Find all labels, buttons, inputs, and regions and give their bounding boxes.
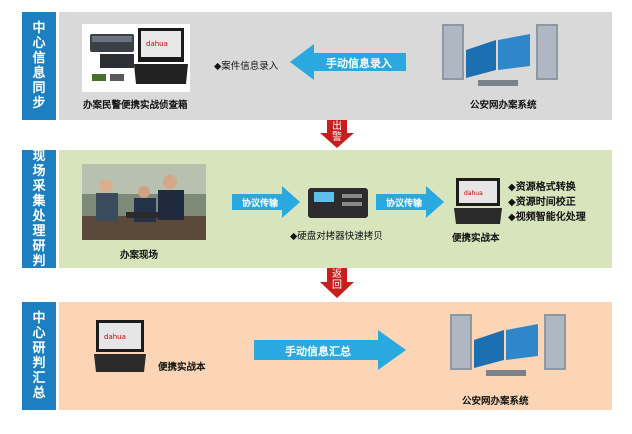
rugged-laptop-image-bottom: dahua (94, 320, 146, 372)
manual-entry-arrow (290, 44, 406, 80)
bullet-video-process: ◆视频智能化处理 (508, 212, 586, 223)
svg-text:dahua: dahua (104, 333, 126, 341)
return-label: 返回 (332, 269, 342, 291)
return-arrow (320, 268, 354, 298)
system-caption-top: 公安网办案系统 (470, 100, 537, 111)
transfer-arrow-2 (376, 186, 444, 218)
scene-photo (82, 164, 206, 240)
manual-summary-arrow (254, 330, 406, 370)
transfer-arrow-2-label: 协议传输 (385, 199, 422, 209)
rugged-laptop-image: dahua (454, 178, 502, 224)
laptop-caption-bottom: 便携实战本 (158, 362, 206, 373)
dispatch-label: 出警 (332, 121, 342, 143)
case-entry-note: ◆案件信息录入 (214, 61, 279, 72)
stage-label-sync: 中心信息同步 (22, 12, 56, 120)
kit-caption: 办案民警便携实战侦查箱 (83, 100, 188, 111)
stage-label-center: 中心研判汇总 (22, 302, 56, 410)
bullet-format-convert: ◆资源格式转换 (508, 182, 576, 193)
copier-caption: ◆硬盘对拷器快速拷贝 (290, 231, 383, 242)
hdd-copier-image (308, 188, 368, 218)
bullet-time-correct: ◆资源时间校正 (508, 197, 576, 208)
manual-entry-label: 手动信息录入 (326, 57, 392, 70)
laptop-caption-middle: 便携实战本 (452, 233, 500, 244)
dispatch-arrow (320, 120, 354, 148)
scene-caption: 办案现场 (120, 250, 159, 261)
police-system-image-bottom (450, 314, 566, 376)
stage-label-field: 现场采集处理研判 (22, 149, 56, 269)
svg-text:dahua: dahua (146, 40, 168, 48)
transfer-arrow-1 (232, 186, 300, 218)
manual-summary-label: 手动信息汇总 (285, 345, 351, 358)
investigation-kit-image: dahua (82, 24, 190, 92)
svg-text:dahua: dahua (464, 190, 483, 197)
transfer-arrow-1-label: 协议传输 (241, 199, 278, 209)
system-caption-bottom: 公安网办案系统 (462, 396, 529, 407)
police-system-image (442, 24, 558, 86)
